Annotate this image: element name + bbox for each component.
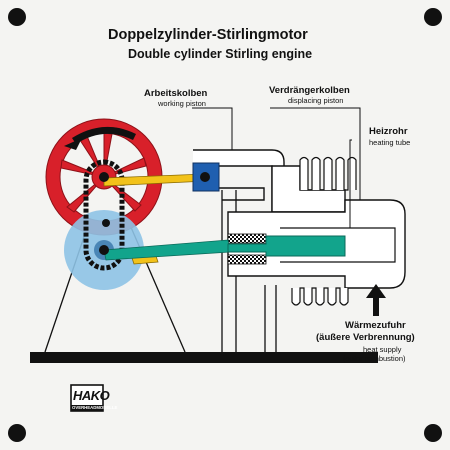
heating-tube (280, 227, 396, 263)
label-heating-tube-en: heating tube (369, 138, 411, 147)
upper-fins (299, 156, 357, 191)
base-plate (30, 352, 378, 363)
displacer-piston (227, 235, 346, 257)
label-working-piston-de: Arbeitskolben (144, 88, 208, 99)
title-german: Doppelzylinder-Stirlingmotor (108, 27, 308, 43)
hako-logo (70, 384, 104, 412)
label-heat-supply-de-2: (äußere Verbrennung) (316, 332, 415, 343)
corner-hole-bottom-right (424, 424, 442, 442)
title-english: Double cylinder Stirling engine (128, 47, 313, 61)
chain (83, 159, 125, 271)
seal-lower (227, 254, 267, 265)
logo-subtext: OVERHEADMODELLE (72, 405, 118, 410)
label-displacing-piston-de: Verdrängerkolben (269, 85, 350, 96)
corner-hole-top-left (8, 8, 26, 26)
curved-arrow-icon (64, 126, 136, 150)
label-working-piston-en: working piston (158, 99, 206, 108)
leader-lines (192, 107, 361, 228)
label-displacing-piston-en: displacing piston (288, 96, 344, 105)
label-heat-supply-de-1: Wärmezufuhr (345, 320, 406, 331)
seal-upper (227, 233, 267, 244)
logo-text: HAKO (73, 388, 110, 403)
corner-hole-bottom-left (8, 424, 26, 442)
label-heat-supply-en-1: heat supply (363, 345, 402, 354)
up-arrow-icon (366, 284, 386, 316)
label-heating-tube-de: Heizrohr (369, 126, 408, 137)
label-heat-supply-en-2: (outer combustion) (343, 354, 406, 363)
corner-hole-top-right (424, 8, 442, 26)
lower-fins (291, 287, 349, 306)
